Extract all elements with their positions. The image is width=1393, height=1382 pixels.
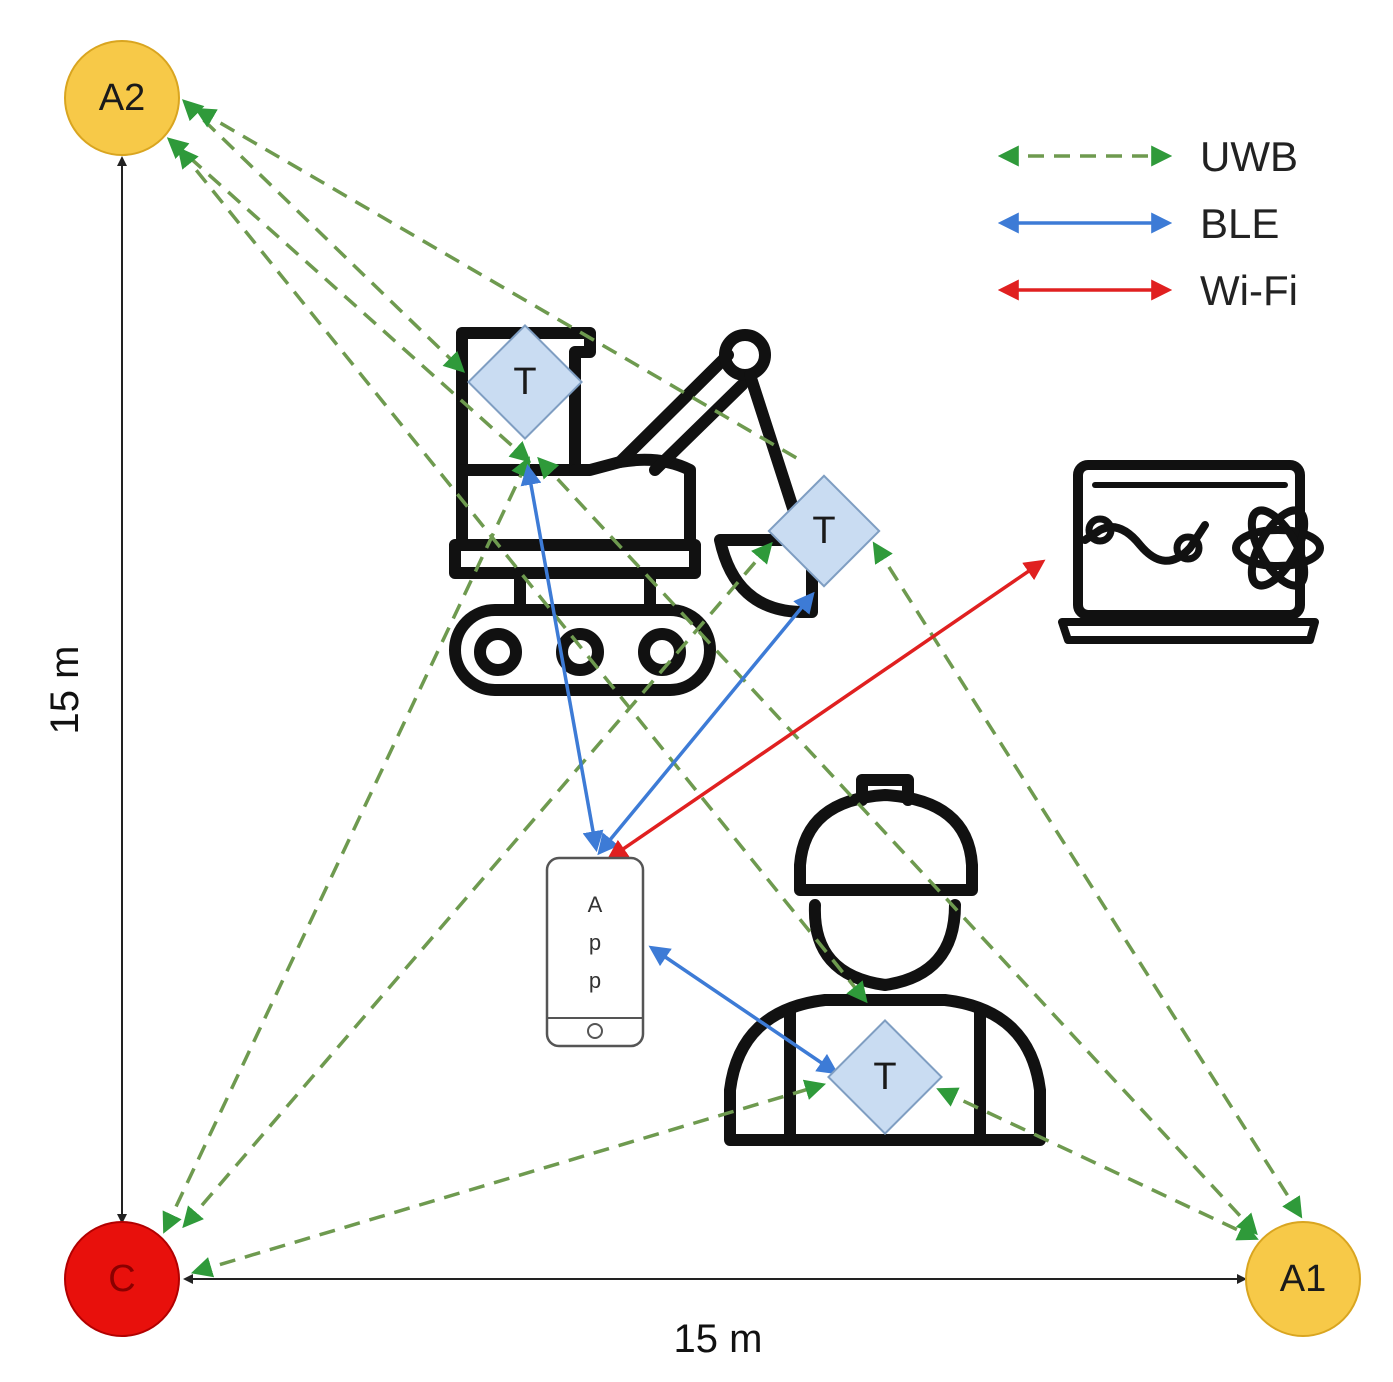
tag-worker: T	[827, 1019, 943, 1135]
legend-wifi-label: Wi-Fi	[1200, 267, 1298, 314]
ble-link-phone-worker	[648, 945, 839, 1075]
tag-excavator-cab: T	[467, 324, 583, 440]
uwb-link-c-bucket	[182, 541, 773, 1229]
uwb-link-a2-excavator-cab-2	[166, 137, 532, 463]
phone-letter-3: p	[589, 968, 601, 993]
phone-icon: A p p	[545, 856, 645, 1048]
uwb-link-a2-excavator-cab	[181, 99, 466, 373]
coordinator-c: C	[64, 1221, 180, 1337]
horizontal-dimension-label: 15 m	[674, 1317, 763, 1361]
anchor-a1: A1	[1245, 1221, 1361, 1337]
anchor-a1-label: A1	[1280, 1258, 1326, 1300]
tag-excavator-cab-label: T	[513, 361, 536, 403]
phone-letter-1: A	[588, 892, 603, 917]
wifi-link-phone-laptop	[606, 559, 1046, 861]
tag-excavator-bucket-label: T	[812, 510, 835, 552]
legend-ble-label: BLE	[1200, 200, 1279, 247]
laptop-icon	[1058, 460, 1324, 644]
legend: UWB BLE Wi-Fi	[997, 133, 1298, 314]
vertical-dimension-label: 15 m	[43, 646, 87, 735]
phone-letter-2: p	[589, 930, 601, 955]
coordinator-c-label: C	[108, 1258, 135, 1300]
uwb-link-a1-bucket	[872, 541, 1303, 1219]
tag-excavator-bucket: T	[767, 474, 881, 588]
ble-link-phone-excavator-cab	[520, 463, 604, 853]
tag-worker-label: T	[873, 1056, 896, 1098]
atom-icon	[1232, 506, 1324, 590]
legend-uwb-label: UWB	[1200, 133, 1298, 180]
anchor-a2-label: A2	[99, 77, 145, 119]
uwb-link-a1-worker	[936, 1087, 1259, 1241]
uwb-link-c-worker	[190, 1079, 827, 1278]
anchor-a2: A2	[64, 40, 180, 156]
